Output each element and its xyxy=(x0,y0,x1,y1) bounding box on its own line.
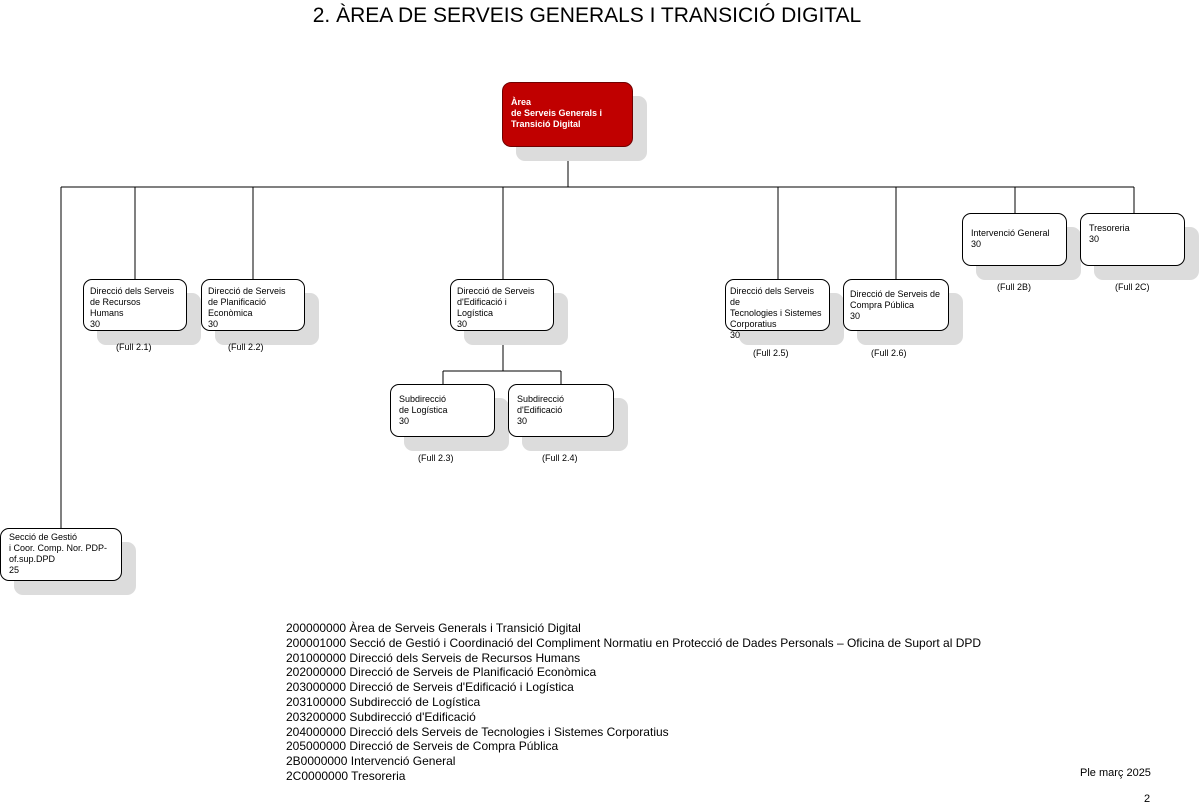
legend-item: 202000000 Direcció de Serveis de Planifi… xyxy=(286,665,597,680)
page-number: 2 xyxy=(1144,793,1151,805)
full-ref-2b: (Full 2B) xyxy=(997,282,1032,292)
legend-item: 203200000 Subdirecció d'Edificació xyxy=(286,709,476,724)
legend-item: 204000000 Direcció dels Serveis de Tecno… xyxy=(286,724,669,739)
node-subdireccio-logistica: Subdirecció de Logística 30 xyxy=(390,384,495,437)
full-ref-2-2: (Full 2.2) xyxy=(228,342,264,352)
code-legend: 200000000 Àrea de Serveis Generals i Tra… xyxy=(286,621,981,784)
page-title: 2. ÀREA DE SERVEIS GENERALS I TRANSICIÓ … xyxy=(312,4,862,27)
node-intervencio-general: Intervenció General 30 xyxy=(962,213,1067,266)
node-recursos-humans: Direcció dels Serveis de Recursos Humans… xyxy=(83,279,187,331)
full-ref-2-6: (Full 2.6) xyxy=(871,348,907,358)
node-tresoreria: Tresoreria 30 xyxy=(1080,213,1185,266)
node-compra-publica: Direcció de Serveis de Compra Pública 30 xyxy=(843,279,949,331)
node-area-serveis-generals: Àrea de Serveis Generals i Transició Dig… xyxy=(502,82,633,147)
legend-item: 2B0000000 Intervenció General xyxy=(286,754,456,769)
node-planificacio-economica: Direcció de Serveis de Planificació Econ… xyxy=(201,279,305,331)
node-edificacio-logistica: Direcció de Serveis d'Edificació i Logís… xyxy=(450,279,554,331)
full-ref-2-3: (Full 2.3) xyxy=(418,453,454,463)
legend-item: 203000000 Direcció de Serveis d'Edificac… xyxy=(286,680,574,695)
node-seccio-gestio-pdp: Secció de Gestió i Coor. Comp. Nor. PDP-… xyxy=(0,528,122,581)
legend-item: 200001000 Secció de Gestió i Coordinació… xyxy=(286,635,982,650)
legend-item: 201000000 Direcció dels Serveis de Recur… xyxy=(286,650,581,665)
full-ref-2-4: (Full 2.4) xyxy=(542,453,578,463)
full-ref-2-1: (Full 2.1) xyxy=(116,342,152,352)
full-ref-2-5: (Full 2.5) xyxy=(753,348,789,358)
node-tecnologies-sistemes: Direcció dels Serveis de Tecnologies i S… xyxy=(725,279,830,340)
legend-item: 205000000 Direcció de Serveis de Compra … xyxy=(286,739,559,754)
legend-item: 2C0000000 Tresoreria xyxy=(286,768,406,783)
legend-item: 200000000 Àrea de Serveis Generals i Tra… xyxy=(286,621,581,635)
footer-date: Ple març 2025 xyxy=(1080,767,1151,779)
full-ref-2c: (Full 2C) xyxy=(1115,282,1150,292)
node-subdireccio-edificacio: Subdirecció d'Edificació 30 xyxy=(508,384,614,437)
legend-item: 203100000 Subdirecció de Logística xyxy=(286,694,481,709)
